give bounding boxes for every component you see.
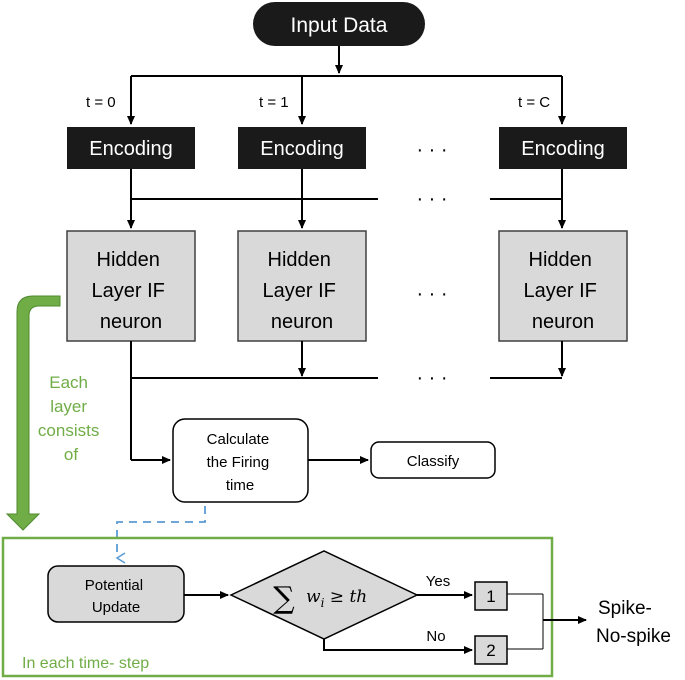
hidden-label-t0-line3: neuron xyxy=(100,311,162,333)
time-step-frame xyxy=(1,536,554,678)
result-line1: Spike- xyxy=(598,598,652,619)
hidden-box-t1 xyxy=(237,230,367,342)
svg-text:Each layer consists: Each layer consists of xyxy=(38,373,104,464)
svg-text:Spike- No-spike: Spike- No-spike xyxy=(596,598,671,647)
ellipsis-encoding-bus: · · · xyxy=(416,188,447,210)
yes-label: Yes xyxy=(426,573,450,590)
ellipsis-encoding: · · · xyxy=(416,139,447,161)
no-label: No xyxy=(426,628,445,645)
side-note-line4: of xyxy=(64,445,78,464)
green-bent-arrow xyxy=(5,295,61,531)
output-box-1 xyxy=(474,581,508,611)
svg-text:Potential Update: Potential Update xyxy=(85,577,148,616)
classify-label: Classify xyxy=(407,453,460,470)
time-label-t0: t = 0 xyxy=(86,94,116,111)
hidden-label-t1-line3: neuron xyxy=(271,311,333,333)
ellipsis-hidden: · · · xyxy=(416,283,447,305)
hidden-label-tc-line3: neuron xyxy=(532,311,594,333)
sum-symbol: ∑ xyxy=(273,581,295,616)
svg-text:Hidden Layer IF neuron: Hidden Layer IF neuron xyxy=(92,249,171,333)
hidden-label-t0-line2: Layer IF xyxy=(92,280,165,302)
hidden-label-t1-line1: Hidden xyxy=(268,249,331,271)
output-label-2: 2 xyxy=(486,641,495,660)
calc-label-line3: time xyxy=(226,477,254,494)
hidden-label-t0-line1: Hidden xyxy=(97,249,160,271)
no-branch-path xyxy=(323,639,473,654)
encoding-label-tc: Encoding xyxy=(521,138,604,160)
condition-i: i xyxy=(321,596,325,610)
time-label-t1: t = 1 xyxy=(259,94,289,111)
side-note-line1: Each xyxy=(49,373,88,392)
hidden-label-tc-line2: Layer IF xyxy=(524,280,597,302)
blue-dashed-connector xyxy=(115,506,206,564)
input-data-node xyxy=(253,2,425,46)
input-data-label: Input Data xyxy=(291,14,388,37)
svg-text:wi ≥ th: wi ≥ th xyxy=(306,587,367,610)
ellipsis-hidden-bus: · · · xyxy=(416,367,447,389)
svg-text:Calculate the Firing t: Calculate the Firing time xyxy=(207,431,274,494)
side-note-line3: consists xyxy=(38,421,99,440)
svg-text:Hidden Layer IF neuron: Hidden Layer IF neuron xyxy=(263,249,342,333)
potential-label-line1: Potential xyxy=(85,577,143,594)
result-line2: No-spike xyxy=(596,626,671,647)
calc-label-line2: the Firing xyxy=(207,454,270,471)
encoding-box-t0 xyxy=(67,127,195,169)
encoding-label-t1: Encoding xyxy=(260,138,343,160)
time-label-tc: t = C xyxy=(518,94,550,111)
encoding-box-tc xyxy=(499,127,627,169)
output-label-1: 1 xyxy=(486,587,495,606)
hidden-label-tc-line1: Hidden xyxy=(529,249,592,271)
condition-w: w xyxy=(306,587,321,607)
svg-text:Hidden Layer IF neuron: Hidden Layer IF neuron xyxy=(524,249,603,333)
frame-caption: In each time- step xyxy=(22,655,149,672)
side-note-line2: layer xyxy=(50,397,87,416)
encoding-label-t0: Encoding xyxy=(89,138,172,160)
hidden-box-t0 xyxy=(66,230,196,342)
output-box-2 xyxy=(474,635,508,665)
hidden-label-t1-line2: Layer IF xyxy=(263,280,336,302)
classify-box xyxy=(370,441,496,479)
calc-label-line1: Calculate xyxy=(207,431,270,448)
condition-rest: ≥ th xyxy=(324,587,367,607)
encoding-box-t1 xyxy=(238,127,366,169)
potential-label-line2: Update xyxy=(92,599,140,616)
